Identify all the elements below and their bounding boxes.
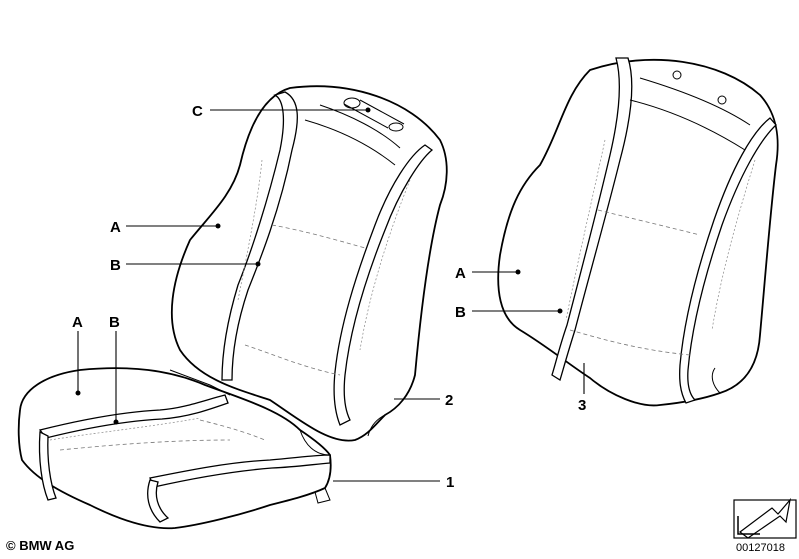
leader-a-back	[126, 223, 221, 229]
arrow-icon	[733, 497, 797, 539]
leader-b-cushion	[113, 331, 119, 425]
left-backrest	[170, 85, 448, 442]
leader-a-cushion	[75, 331, 81, 396]
leader-b-right	[472, 308, 563, 314]
callout-b-back: B	[110, 257, 121, 274]
leader-c-top	[210, 107, 371, 113]
callout-part-2: 2	[445, 392, 453, 409]
document-number: 00127018	[736, 542, 785, 554]
callout-b-right: B	[455, 304, 466, 321]
callout-a-back: A	[110, 219, 121, 236]
callout-c-top: C	[192, 103, 203, 120]
left-seat-cushion	[17, 367, 332, 530]
leader-b-back	[126, 261, 261, 267]
leader-a-right	[472, 269, 521, 275]
callout-a-cushion: A	[72, 314, 83, 331]
callout-part-3: 3	[578, 397, 586, 414]
callout-a-right: A	[455, 265, 466, 282]
right-backrest	[497, 57, 779, 407]
callout-part-1: 1	[446, 474, 454, 491]
callout-b-cushion: B	[109, 314, 120, 331]
copyright-text: © BMW AG	[6, 538, 75, 553]
